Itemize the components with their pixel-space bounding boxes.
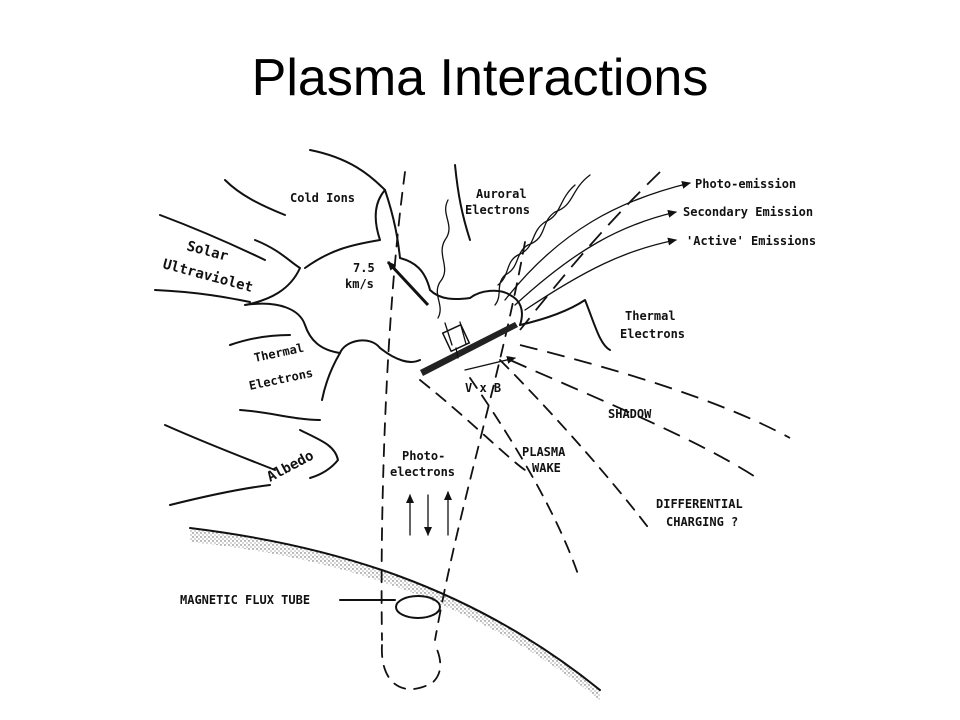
velocity-arrow bbox=[386, 260, 430, 307]
label-cold-ions: Cold Ions bbox=[290, 191, 355, 205]
label-secondary-emission: Secondary Emission bbox=[683, 205, 813, 219]
earth-surface bbox=[189, 527, 601, 700]
label-thermal-electrons-left-2: Electrons bbox=[248, 366, 315, 393]
label-magnetic-flux-tube: MAGNETIC FLUX TUBE bbox=[180, 593, 310, 607]
label-photo-electrons-1: Photo- bbox=[402, 449, 445, 463]
v-cross-b-indicator bbox=[464, 355, 516, 371]
label-auroral-electrons-1: Auroral bbox=[476, 187, 527, 201]
photo-electron-arrows bbox=[406, 491, 452, 536]
shadow-and-wake-lines bbox=[419, 344, 791, 581]
emission-arrows bbox=[504, 171, 691, 331]
label-ultraviolet: Ultraviolet bbox=[161, 256, 255, 295]
label-differential-charging-1: DIFFERENTIAL bbox=[656, 497, 743, 511]
label-velocity-unit: km/s bbox=[345, 277, 374, 291]
label-differential-charging-2: CHARGING ? bbox=[666, 515, 738, 529]
label-plasma-wake-2: WAKE bbox=[532, 461, 561, 475]
label-albedo: Albedo bbox=[264, 448, 316, 486]
label-thermal-electrons-left-1: Thermal bbox=[253, 341, 305, 365]
spacecraft bbox=[420, 321, 518, 376]
label-active-emissions: 'Active' Emissions bbox=[686, 234, 816, 248]
label-velocity-value: 7.5 bbox=[353, 261, 375, 275]
label-v-cross-b: V x B bbox=[465, 381, 501, 395]
label-solar: Solar bbox=[185, 238, 230, 264]
auroral-electron-trajectories bbox=[436, 174, 591, 319]
label-thermal-electrons-right-2: Electrons bbox=[620, 327, 685, 341]
magnetic-flux-tube bbox=[339, 171, 526, 690]
label-photo-electrons-2: electrons bbox=[390, 465, 455, 479]
label-photo-emission: Photo-emission bbox=[695, 177, 796, 191]
incoming-flux-boundaries bbox=[154, 149, 471, 506]
slide-title: Plasma Interactions bbox=[251, 49, 709, 107]
spacecraft-plasma-sheath bbox=[244, 189, 611, 479]
label-plasma-wake-1: PLASMA bbox=[522, 445, 566, 459]
label-thermal-electrons-right-1: Thermal bbox=[625, 309, 676, 323]
label-shadow: SHADOW bbox=[608, 407, 652, 421]
label-auroral-electrons-2: Electrons bbox=[465, 203, 530, 217]
